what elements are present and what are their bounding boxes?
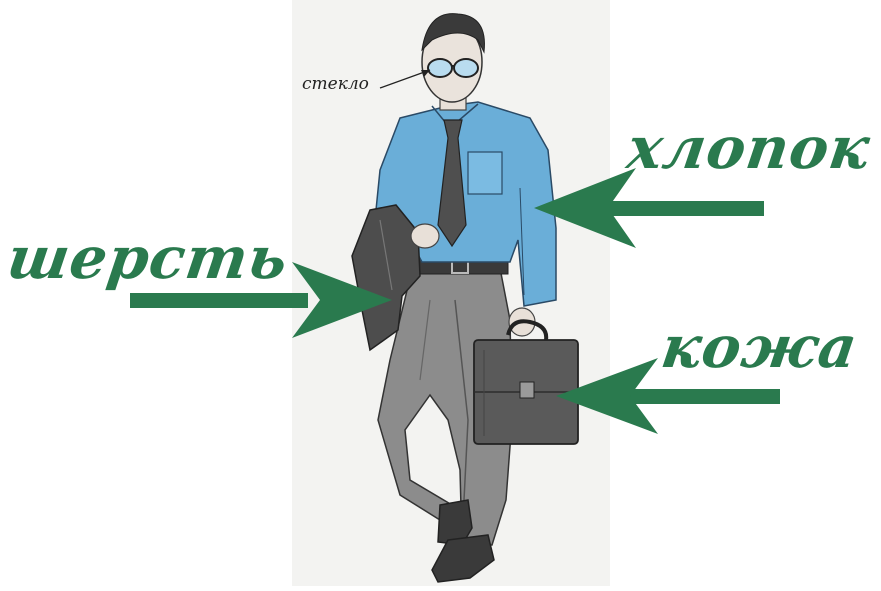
label-wool: шерсть xyxy=(3,224,292,292)
label-cotton: хлопок xyxy=(623,114,874,182)
shirt-pocket xyxy=(468,152,502,194)
left-hand xyxy=(411,224,439,248)
label-leather: кожа xyxy=(657,313,862,381)
briefcase-clasp xyxy=(520,382,534,398)
label-glass: стекло xyxy=(302,74,369,94)
briefcase xyxy=(474,321,578,444)
